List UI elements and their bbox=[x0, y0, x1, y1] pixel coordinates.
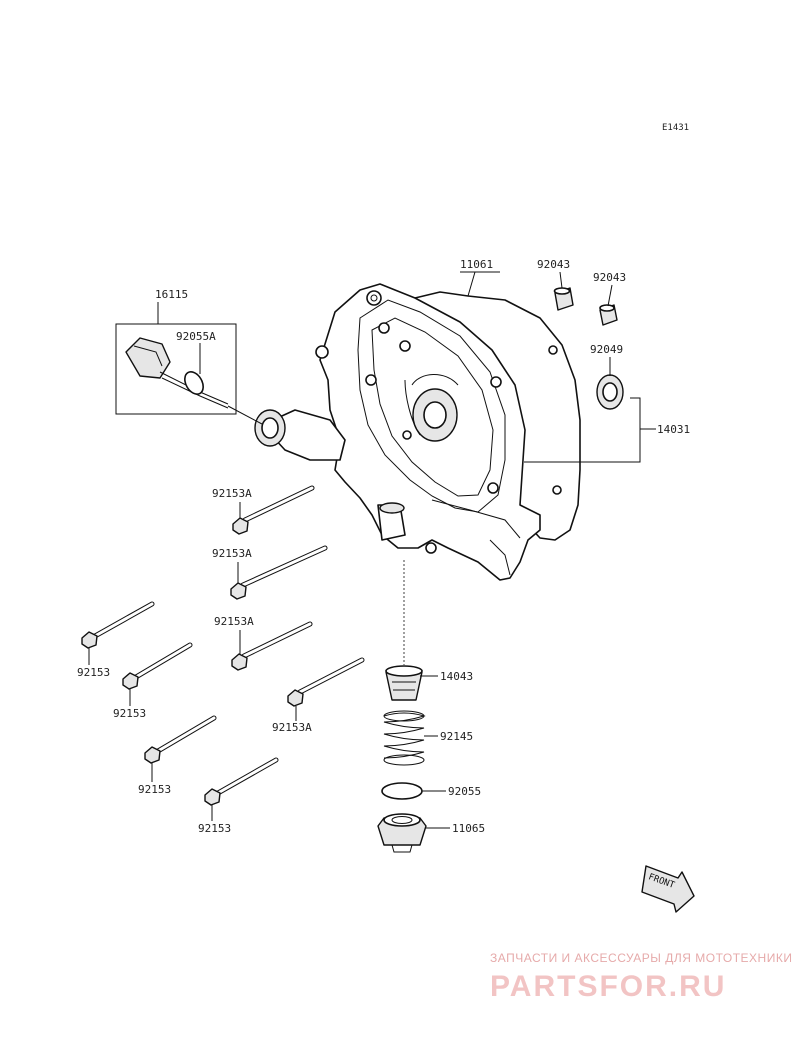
bolt-92153A-1 bbox=[232, 485, 315, 535]
label-16115: 16115 bbox=[155, 288, 188, 301]
dipstick-group-box bbox=[115, 323, 237, 415]
watermark-tagline: ЗАПЧАСТИ И АКСЕССУАРЫ ДЛЯ МОТОТЕХНИКИ bbox=[490, 951, 792, 965]
o-ring-92055A bbox=[184, 371, 204, 395]
label-92153-2: 92153 bbox=[113, 707, 146, 720]
bolt-92153A-4 bbox=[287, 657, 365, 707]
watermark-logo: PARTSFOR.RU bbox=[490, 970, 726, 1003]
spring-92145 bbox=[383, 710, 426, 766]
o-ring-92055 bbox=[381, 782, 423, 800]
label-92153-3: 92153 bbox=[138, 783, 171, 796]
bolt-92153-3 bbox=[144, 715, 217, 764]
front-direction-arrow: FRONT bbox=[641, 865, 695, 913]
bolt-92153-1 bbox=[81, 601, 155, 649]
label-92145: 92145 bbox=[440, 730, 473, 743]
diagram-code: E1431 bbox=[662, 123, 689, 133]
label-92153A-2: 92153A bbox=[212, 547, 252, 560]
bolt-92153-4 bbox=[204, 757, 279, 806]
label-92055: 92055 bbox=[448, 785, 481, 798]
bolt-92153-2 bbox=[122, 642, 193, 690]
drain-plug-11065 bbox=[377, 813, 427, 853]
label-92153-1: 92153 bbox=[77, 666, 110, 679]
label-92153A-3: 92153A bbox=[214, 615, 254, 628]
bolt-92153A-3 bbox=[231, 621, 313, 671]
bolt-92153A-2 bbox=[230, 545, 328, 600]
filter-14043 bbox=[385, 665, 423, 701]
dowel-pin-92043-b bbox=[599, 304, 618, 326]
label-92153-4: 92153 bbox=[198, 822, 231, 835]
label-11061: 11061 bbox=[460, 258, 493, 271]
label-92055A: 92055A bbox=[176, 330, 216, 343]
label-92153A-4: 92153A bbox=[272, 721, 312, 734]
label-14043: 14043 bbox=[440, 670, 473, 683]
label-92043-a: 92043 bbox=[537, 258, 570, 271]
label-92049: 92049 bbox=[590, 343, 623, 356]
dowel-pin-92043-a bbox=[553, 287, 574, 311]
label-14031: 14031 bbox=[657, 423, 690, 436]
label-92153A-1: 92153A bbox=[212, 487, 252, 500]
oil-gauge-cap-16115 bbox=[125, 337, 229, 409]
oil-seal-92049 bbox=[596, 374, 624, 410]
label-92043-b: 92043 bbox=[593, 271, 626, 284]
label-11065: 11065 bbox=[452, 822, 485, 835]
cover-11061 bbox=[254, 283, 581, 581]
